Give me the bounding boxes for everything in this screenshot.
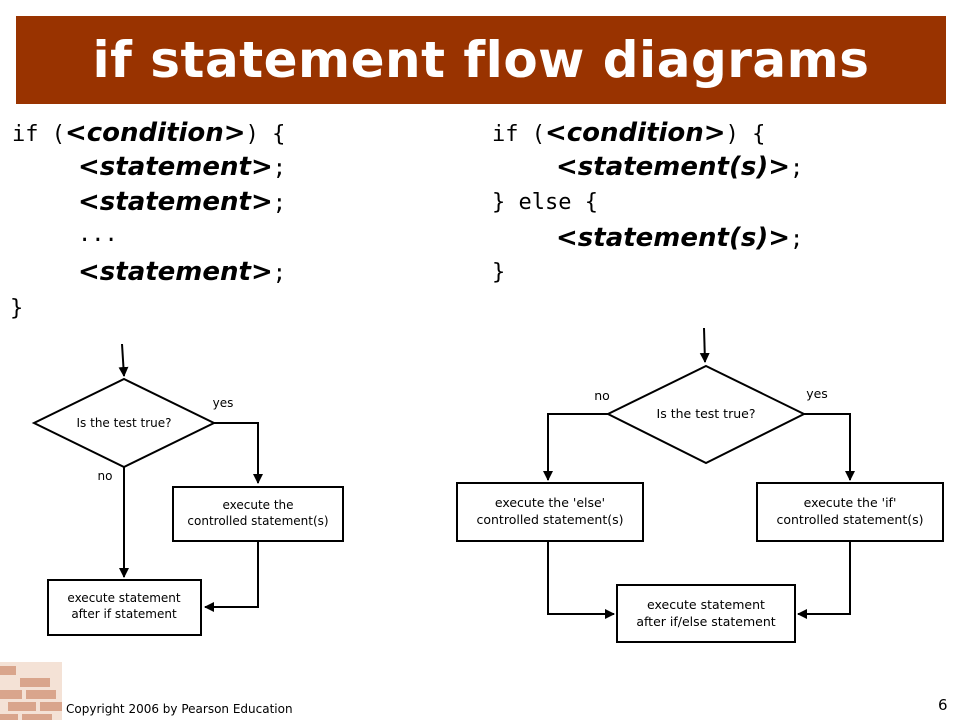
after-label-2: after if/else statement [636,614,775,629]
left-code-line-if: if (<condition>) { [12,120,285,146]
right-code-line-if-stmt: <statement(s)>; [556,154,803,180]
slide-title: if statement flow diagrams [92,31,870,89]
if-merge-arrow [797,541,851,619]
no-label: no [98,469,113,483]
right-code-line-if: if (<condition>) { [492,120,765,146]
title-bar: if statement flow diagrams [16,16,946,104]
if-body-label-1: execute the 'if' [804,495,897,510]
if-body-label-2: controlled statement(s) [776,512,923,527]
no-arrow [543,413,608,481]
left-code-line-stmt1: <statement>; [78,154,286,180]
if-body-label-1: execute the [222,498,293,512]
code-text: ) { [245,122,286,147]
yes-arrow [804,413,855,481]
if-body-label-2: controlled statement(s) [187,514,328,528]
right-flowchart [456,327,944,643]
right-code-line-else-stmt: <statement(s)>; [556,225,803,251]
merge-arrow [204,541,259,612]
code-text: if ( [492,122,545,147]
else-merge-arrow [547,541,615,619]
decision-label: Is the test true? [657,406,756,421]
statement-placeholder: <statement> [78,257,273,287]
left-code-line-close: } [10,296,24,321]
code-text: ; [790,227,804,252]
copyright-footer: Copyright 2006 by Pearson Education [66,702,293,716]
right-code-line-else: } else { [492,190,598,215]
else-body-box [456,482,644,542]
statement-placeholder: <statement> [78,152,273,182]
code-text: ; [790,156,804,181]
code-text: ) { [725,122,766,147]
after-label-1: execute statement [647,597,765,612]
after-statement-box [47,579,202,636]
condition-placeholder: <condition> [64,118,246,148]
decision-label: Is the test true? [77,416,172,430]
if-body-box [172,486,344,542]
entry-arrow [699,327,710,363]
after-statement-box [616,584,796,643]
left-code-line-ellipsis: ... [78,222,118,247]
left-code-line-stmt3: <statement>; [78,259,286,285]
decision-diamond [605,364,807,465]
after-label-2: after if statement [71,607,177,621]
right-code-line-close: } [492,260,506,285]
yes-arrow [214,422,263,484]
left-flowchart [31,343,344,636]
entry-arrow [118,343,129,377]
statement-placeholder: <statement> [78,187,273,217]
page-number: 6 [938,696,948,714]
else-body-label-2: controlled statement(s) [476,512,623,527]
code-text: ; [272,191,286,216]
yes-label: yes [806,386,828,401]
left-code-line-stmt2: <statement>; [78,189,286,215]
code-text: if ( [12,122,65,147]
condition-placeholder: <condition> [544,118,726,148]
after-label-1: execute statement [67,591,180,605]
code-text: ; [272,156,286,181]
statement-placeholder: <statement(s)> [556,152,790,182]
brick-decoration-icon [0,662,62,720]
else-body-label-1: execute the 'else' [495,495,605,510]
no-label: no [594,388,610,403]
code-text: ; [272,261,286,286]
yes-label: yes [213,396,234,410]
statement-placeholder: <statement(s)> [556,223,790,253]
